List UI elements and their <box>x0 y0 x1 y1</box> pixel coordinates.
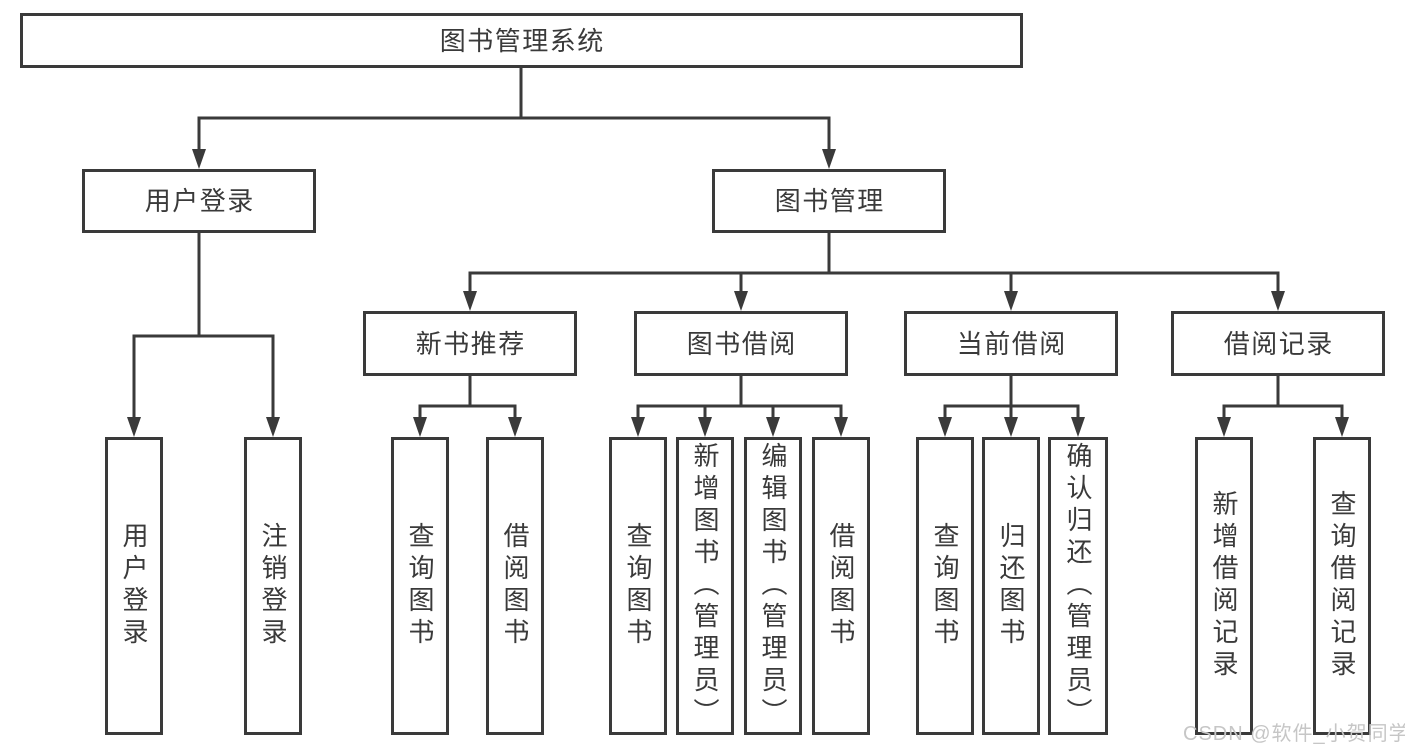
node-root: 图书管理系统 <box>20 13 1023 68</box>
leaf-recommend-query-book: 查询图书 <box>391 437 449 735</box>
watermark: CSDN @软件_小贺同学 <box>1183 723 1405 745</box>
leaf-borrowing-query-book-label: 查询图书 <box>623 522 653 650</box>
leaf-current-query-book: 查询图书 <box>916 437 974 735</box>
leaf-recommend-borrow-book: 借阅图书 <box>486 437 544 735</box>
node-borrowing-records: 借阅记录 <box>1171 311 1385 376</box>
leaf-recommend-query-book-label: 查询图书 <box>405 522 435 650</box>
leaf-current-query-book-label: 查询图书 <box>930 522 960 650</box>
leaf-records-add-borrow-record-label: 新增借阅记录 <box>1209 490 1239 682</box>
leaf-user-login: 用户登录 <box>105 437 163 735</box>
leaf-borrowing-add-book-admin-label: 新增图书（管理员） <box>690 442 720 730</box>
node-new-book-recommendation: 新书推荐 <box>363 311 577 376</box>
leaf-current-confirm-return-admin-label: 确认归还（管理员） <box>1063 442 1093 730</box>
arrowheads <box>127 149 1349 437</box>
leaf-borrowing-borrow-book-label: 借阅图书 <box>826 522 856 650</box>
leaf-borrowing-edit-book-admin: 编辑图书（管理员） <box>744 437 802 735</box>
leaf-borrowing-borrow-book: 借阅图书 <box>812 437 870 735</box>
leaf-recommend-borrow-book-label: 借阅图书 <box>500 522 530 650</box>
leaf-records-add-borrow-record: 新增借阅记录 <box>1195 437 1253 735</box>
leaf-borrowing-add-book-admin: 新增图书（管理员） <box>676 437 734 735</box>
leaf-records-query-borrow-record-label: 查询借阅记录 <box>1327 490 1357 682</box>
node-book-borrowing: 图书借阅 <box>634 311 848 376</box>
node-book-management: 图书管理 <box>712 169 946 233</box>
leaf-borrowing-query-book: 查询图书 <box>609 437 667 735</box>
leaf-current-confirm-return-admin: 确认归还（管理员） <box>1048 437 1108 735</box>
leaf-user-login-label: 用户登录 <box>119 522 149 650</box>
leaf-borrowing-edit-book-admin-label: 编辑图书（管理员） <box>758 442 788 730</box>
leaf-records-query-borrow-record: 查询借阅记录 <box>1313 437 1371 735</box>
leaf-logout-label: 注销登录 <box>258 522 288 650</box>
leaf-current-return-book: 归还图书 <box>982 437 1040 735</box>
connector-lines <box>132 66 1344 420</box>
leaf-logout: 注销登录 <box>244 437 302 735</box>
leaf-current-return-book-label: 归还图书 <box>996 522 1026 650</box>
node-current-borrowing: 当前借阅 <box>904 311 1118 376</box>
node-user-login: 用户登录 <box>82 169 316 233</box>
